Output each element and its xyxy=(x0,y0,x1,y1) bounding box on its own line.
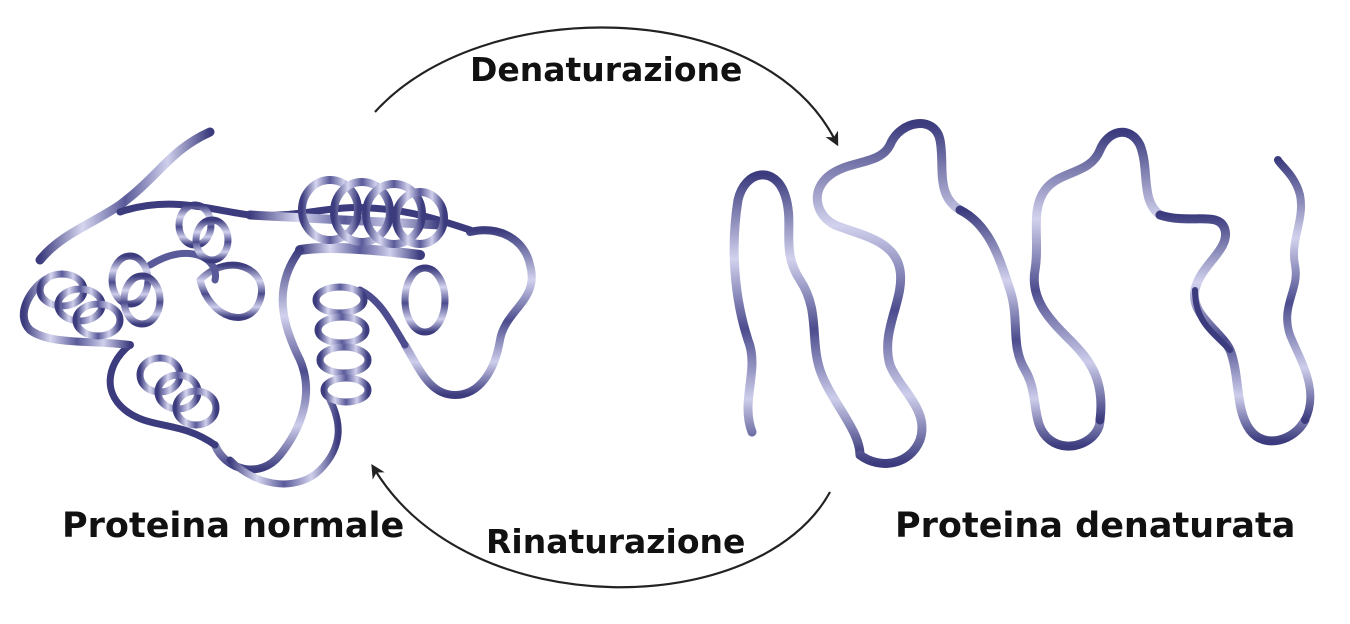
normal-protein-label: Proteina normale xyxy=(62,506,405,546)
arrow-denaturation xyxy=(374,26,839,147)
denatured-protein-label: Proteina denaturata xyxy=(895,506,1296,546)
arrow-renaturation xyxy=(371,464,831,589)
folded-protein-ribbon xyxy=(19,127,536,488)
renaturation-label: Rinaturazione xyxy=(486,522,746,561)
denatured-protein-ribbon xyxy=(729,119,1315,468)
denaturation-label: Denaturazione xyxy=(470,50,743,89)
